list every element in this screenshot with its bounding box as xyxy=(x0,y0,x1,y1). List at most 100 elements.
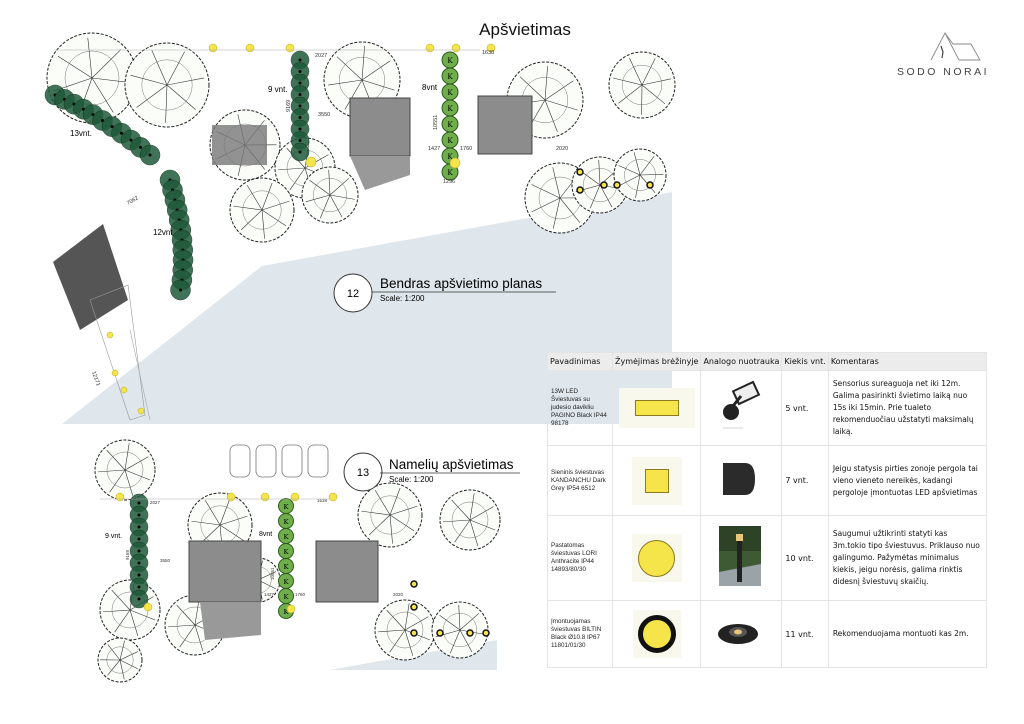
plan-title: Namelių apšvietimas xyxy=(389,457,514,472)
quantity: 7 vnt. xyxy=(781,445,829,516)
building xyxy=(212,125,267,165)
logo-text: SODO NORAI xyxy=(896,66,990,78)
dimension: 1427 xyxy=(264,592,275,597)
plan-number: 13 xyxy=(357,467,369,479)
k-plant-label: K xyxy=(447,72,453,81)
logo: SODO NORAI xyxy=(893,28,993,83)
dimension: 10551 xyxy=(433,115,439,130)
light-marker xyxy=(451,43,461,53)
light-marker xyxy=(115,492,125,502)
ground-area xyxy=(62,192,672,424)
light-marker xyxy=(120,386,128,394)
light-marker xyxy=(106,331,114,339)
yellow-square-symbol xyxy=(631,456,682,505)
column-header: Komentaras xyxy=(827,352,988,371)
k-plant-label: K xyxy=(283,593,289,601)
k-plant-label: K xyxy=(283,533,289,541)
dimension: 2020 xyxy=(556,146,568,152)
light-marker xyxy=(328,492,338,502)
hedge-label: 12vnt xyxy=(153,228,173,237)
light-marker xyxy=(449,157,461,169)
floodlight-photo xyxy=(723,380,761,429)
dimension: 1296 xyxy=(443,179,455,185)
recessed-light-symbol xyxy=(632,610,681,658)
dimension: 7062 xyxy=(126,195,140,206)
light-marker xyxy=(410,580,418,588)
light-marker xyxy=(576,168,584,176)
fixture-name: Pastatomas šviestuvas LORI Anthracite IP… xyxy=(547,515,613,601)
plan-caption: 13 Namelių apšvietimas Scale: 1:200 xyxy=(343,452,520,492)
tree xyxy=(374,599,436,661)
tree xyxy=(94,439,156,501)
table-header: Pavadinimas Žymėjimas brėžinyje Analogo … xyxy=(547,352,988,371)
quantity: 5 vnt. xyxy=(781,370,829,446)
building xyxy=(349,97,411,157)
hedge-label: 8vnt xyxy=(259,531,272,538)
dimension: 9169 xyxy=(125,549,130,560)
dimension: 12171 xyxy=(90,371,101,387)
plan-scale: Scale: 1:200 xyxy=(389,475,434,484)
comment: Jeigu statysis pirties zonoje pergola ta… xyxy=(827,445,988,516)
column-header: Kiekis vnt. xyxy=(781,352,829,371)
building xyxy=(53,224,128,330)
light-marker xyxy=(613,181,621,189)
light-marker xyxy=(245,43,255,53)
k-plant-label: K xyxy=(283,548,289,556)
dimension: 2020 xyxy=(393,592,404,597)
hedge-label: 9 vnt. xyxy=(268,85,288,94)
building xyxy=(315,540,379,603)
recessed-lamp-photo xyxy=(718,624,759,644)
tree xyxy=(301,166,359,224)
table-row: 13W LED Šviestuvas su judesio davikliu P… xyxy=(547,370,988,446)
comment: Rekomenduojama montuoti kas 2m. xyxy=(827,600,988,668)
tree xyxy=(124,42,210,128)
light-marker xyxy=(208,43,218,53)
light-marker xyxy=(482,629,490,637)
bollard-lamp-photo xyxy=(719,526,762,586)
light-marker xyxy=(111,369,119,377)
light-marker xyxy=(260,492,270,502)
light-marker xyxy=(410,603,418,611)
hedge-label: 13vnt. xyxy=(70,129,92,138)
yellow-rectangle-symbol xyxy=(618,388,695,428)
parking-car xyxy=(281,444,303,478)
k-plant-label: K xyxy=(283,608,289,616)
light-marker xyxy=(305,156,317,168)
dimension: 1760 xyxy=(295,592,306,597)
table-row: Pastatomas šviestuvas LORI Anthracite IP… xyxy=(547,515,988,601)
page-title: Apšvietimas xyxy=(479,20,571,39)
light-marker xyxy=(285,43,295,53)
hedge-label: 8vnt xyxy=(422,83,438,92)
column-header: Žymėjimas brėžinyje xyxy=(611,352,702,371)
dimension: 2027 xyxy=(150,500,161,505)
k-plant-label: K xyxy=(447,152,453,161)
k-plant-label: K xyxy=(447,168,453,177)
fixture-name: Sieninis šviestuvas KANDANCHU Dark Grey … xyxy=(547,445,613,516)
light-marker xyxy=(143,602,153,612)
light-marker xyxy=(286,604,296,614)
fixture-name: Įmontuojamas šviestuvas BILTIN Black Ø10… xyxy=(547,600,613,668)
tree xyxy=(613,148,667,202)
light-marker xyxy=(137,407,145,415)
tree xyxy=(608,51,676,119)
tree xyxy=(97,637,143,683)
quantity: 11 vnt. xyxy=(781,600,829,668)
light-marker xyxy=(600,181,608,189)
table-row: Sieninis šviestuvas KANDANCHU Dark Grey … xyxy=(547,445,988,516)
parking-car xyxy=(307,444,329,478)
parking-car xyxy=(255,444,277,478)
plan-scale: Scale: 1:200 xyxy=(380,294,425,303)
k-plant-label: K xyxy=(283,518,289,526)
tree xyxy=(431,601,489,659)
tree xyxy=(229,177,295,243)
light-marker xyxy=(436,629,444,637)
comment: Sensorius sureaguoja net iki 12m. Galima… xyxy=(827,370,988,446)
k-plant-label: K xyxy=(447,136,453,145)
hedge-label: 9 vnt. xyxy=(105,533,122,540)
plan-title: Bendras apšvietimo planas xyxy=(380,276,542,291)
quantity: 10 vnt. xyxy=(781,515,829,601)
light-marker xyxy=(576,186,584,194)
light-marker xyxy=(410,629,418,637)
dimension: 10551 xyxy=(270,567,275,580)
